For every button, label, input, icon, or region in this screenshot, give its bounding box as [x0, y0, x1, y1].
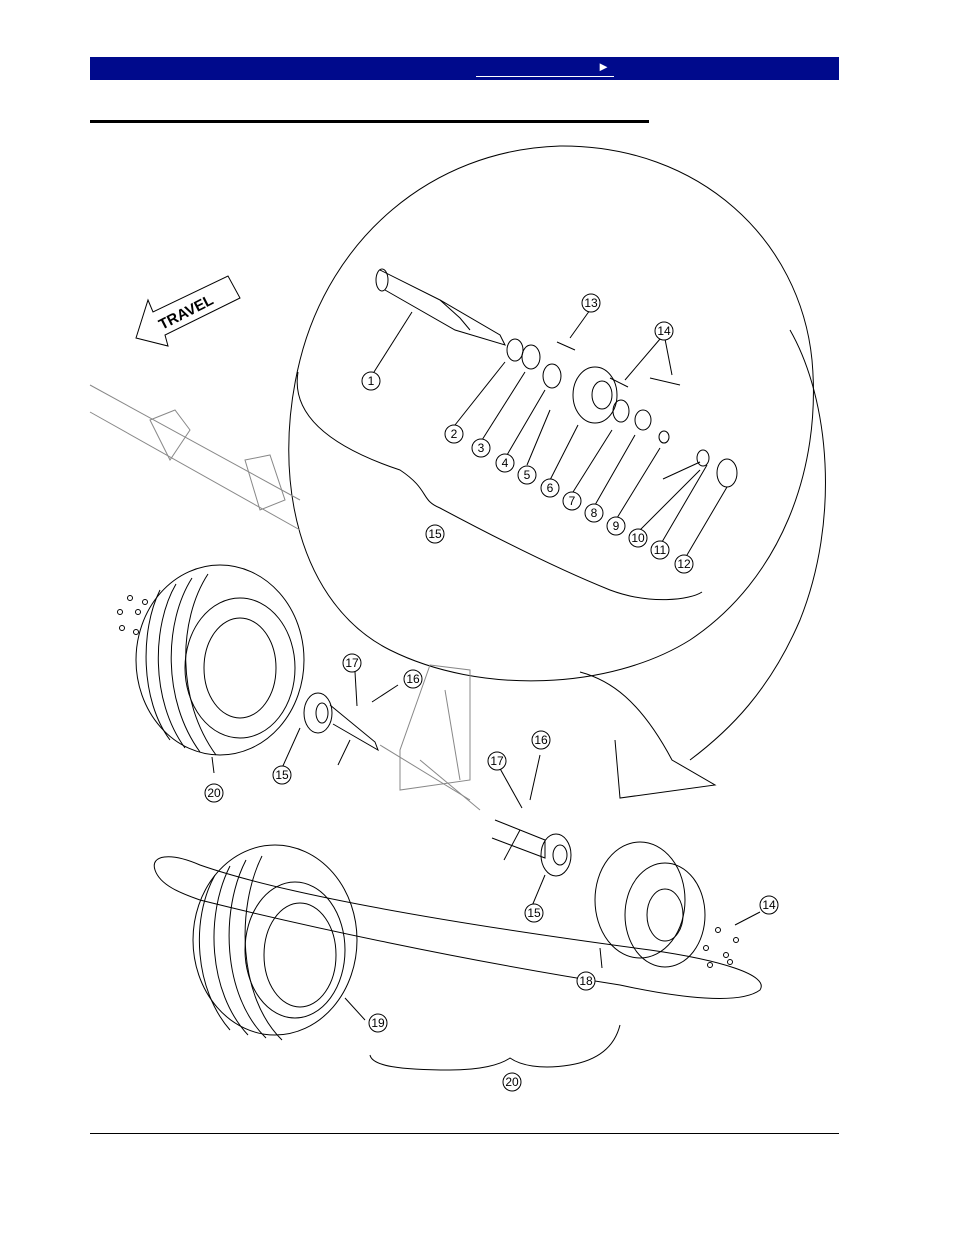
- callout-12: 12: [674, 554, 694, 574]
- callout-9: 9: [606, 516, 626, 536]
- callout-20-bottom: 20: [502, 1072, 522, 1092]
- svg-text:2: 2: [451, 427, 458, 441]
- callout-7: 7: [562, 491, 582, 511]
- detail-magnifier: [288, 145, 826, 799]
- spindle-detail: [375, 268, 506, 346]
- callout-4: 4: [495, 453, 515, 473]
- callouts: 1 2 3 4 5 6 7 8 9 10 11 12 13 14 14 15 1…: [204, 293, 779, 1092]
- toolbar-frame: [89, 384, 481, 811]
- callout-16-left: 16: [403, 669, 423, 689]
- travel-label: TRAVEL: [156, 292, 216, 334]
- tire: [192, 844, 366, 1041]
- svg-text:17: 17: [345, 656, 359, 670]
- next-page-link[interactable]: ►: [476, 59, 614, 77]
- right-hub: [491, 754, 572, 907]
- callout-15-left: 15: [272, 765, 292, 785]
- svg-text:14: 14: [657, 324, 671, 338]
- svg-text:8: 8: [591, 506, 598, 520]
- hub-detail-parts: [506, 338, 738, 488]
- callout-15-detail: 15: [425, 524, 445, 544]
- callout-17-right: 17: [487, 751, 507, 771]
- right-rim: [594, 841, 761, 969]
- callout-3: 3: [471, 438, 491, 458]
- callout-13: 13: [581, 293, 601, 313]
- svg-text:9: 9: [613, 519, 620, 533]
- svg-text:18: 18: [579, 974, 593, 988]
- svg-text:16: 16: [406, 672, 420, 686]
- svg-text:6: 6: [547, 481, 554, 495]
- svg-text:10: 10: [631, 531, 645, 545]
- callout-15-right: 15: [524, 903, 544, 923]
- svg-text:15: 15: [428, 527, 442, 541]
- left-wheel: [117, 564, 305, 774]
- callout-1: 1: [361, 371, 381, 391]
- next-arrow-icon[interactable]: ►: [597, 59, 610, 74]
- callout-14-rim: 14: [759, 895, 779, 915]
- svg-text:11: 11: [654, 543, 667, 557]
- svg-text:7: 7: [569, 494, 576, 508]
- travel-arrow-icon: TRAVEL: [135, 275, 241, 347]
- callout-19: 19: [368, 1013, 388, 1033]
- svg-text:1: 1: [368, 374, 375, 388]
- svg-text:13: 13: [584, 296, 598, 310]
- svg-text:12: 12: [677, 557, 691, 571]
- svg-text:14: 14: [762, 898, 776, 912]
- callout-17-left: 17: [342, 653, 362, 673]
- svg-text:19: 19: [371, 1016, 385, 1030]
- svg-text:4: 4: [502, 456, 509, 470]
- svg-text:16: 16: [534, 733, 548, 747]
- detail-leaders: [373, 309, 728, 556]
- callout-5: 5: [517, 465, 537, 485]
- callout-6: 6: [540, 478, 560, 498]
- svg-text:3: 3: [478, 441, 485, 455]
- svg-text:17: 17: [490, 754, 504, 768]
- svg-text:15: 15: [527, 906, 541, 920]
- svg-text:20: 20: [207, 786, 221, 800]
- callout-16-right: 16: [531, 730, 551, 750]
- title-rule: [90, 120, 649, 123]
- svg-text:15: 15: [275, 768, 289, 782]
- footer-rule: [90, 1133, 839, 1134]
- callout-11: 11: [650, 540, 670, 560]
- left-hub: [281, 671, 399, 769]
- header-bar: ►: [90, 57, 839, 80]
- callout-8: 8: [584, 503, 604, 523]
- assembly-outline: [153, 856, 762, 999]
- callout-10: 10: [628, 528, 648, 548]
- svg-text:5: 5: [524, 468, 531, 482]
- svg-text:20: 20: [505, 1075, 519, 1089]
- callout-18: 18: [576, 971, 596, 991]
- callout-2: 2: [444, 424, 464, 444]
- callout-20-left: 20: [204, 783, 224, 803]
- assembly-brace: [369, 1024, 621, 1071]
- callout-14-detail: 14: [654, 321, 674, 341]
